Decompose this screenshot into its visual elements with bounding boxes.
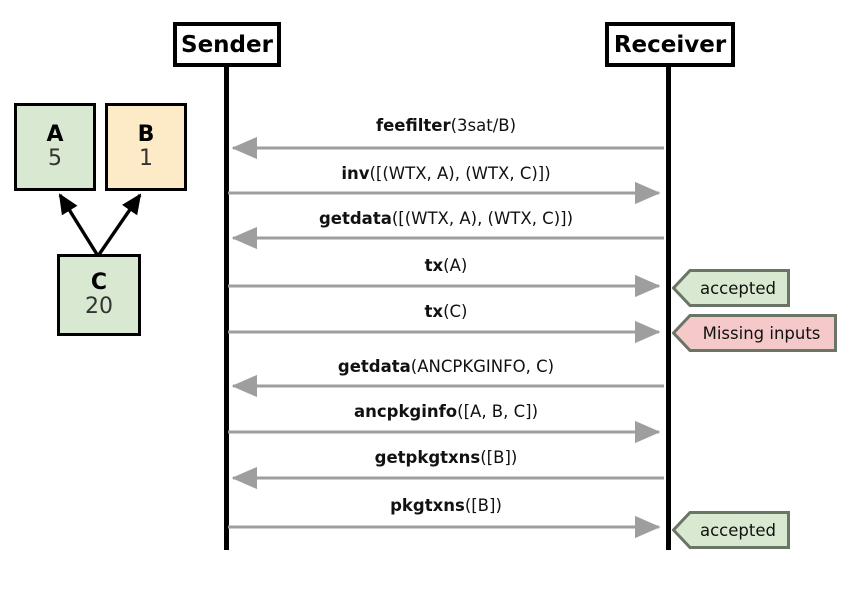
- dag-edge-c-to-a: [58, 193, 100, 257]
- message-arrow-9: [228, 515, 661, 539]
- message-5-command: tx: [424, 302, 444, 321]
- status-badge-accepted-tx-a-label: accepted: [700, 278, 776, 298]
- tx-box-a: A 5: [14, 103, 96, 191]
- status-badge-accepted-pkgtxns-label: accepted: [700, 520, 776, 540]
- dag-edge-c-to-b: [96, 193, 142, 257]
- message-arrow-3: [231, 226, 664, 250]
- message-2-args: ([(WTX, A), (WTX, C)]): [369, 164, 551, 183]
- participant-receiver: Receiver: [605, 22, 735, 67]
- message-9-args: ([B]): [464, 496, 502, 515]
- message-arrow-6: [231, 374, 664, 398]
- message-1-args: (3sat/B): [450, 116, 517, 135]
- message-8-command: getpkgtxns: [374, 448, 481, 467]
- badge-shape-icon: [672, 511, 790, 549]
- message-arrow-4: [228, 274, 661, 298]
- message-label-7: ancpkginfo([A, B, C]): [227, 402, 665, 421]
- message-2-command: inv: [341, 164, 370, 183]
- message-1-command: feefilter: [375, 116, 451, 135]
- message-arrow-1: [231, 136, 664, 160]
- message-label-9: pkgtxns([B]): [227, 496, 665, 515]
- message-arrow-7: [228, 420, 661, 444]
- badge-shape-icon: [672, 314, 837, 352]
- tx-box-c-value: 20: [85, 293, 113, 319]
- message-8-args: ([B]): [480, 448, 518, 467]
- message-7-command: ancpkginfo: [353, 402, 458, 421]
- status-badge-accepted-tx-a: accepted: [672, 269, 790, 307]
- message-arrow-5: [228, 320, 661, 344]
- message-9-command: pkgtxns: [390, 496, 465, 515]
- message-3-args: ([(WTX, A), (WTX, C)]): [391, 209, 574, 228]
- message-6-args: (ANCPKGINFO, C): [410, 357, 555, 376]
- message-arrow-2: [228, 181, 661, 205]
- message-4-args: (A): [443, 256, 468, 275]
- message-arrow-8: [231, 466, 664, 490]
- tx-box-b-name: B: [137, 121, 155, 147]
- participant-sender-label: Sender: [181, 31, 273, 58]
- message-6-command: getdata: [337, 357, 411, 376]
- message-label-8: getpkgtxns([B]): [227, 448, 665, 467]
- tx-box-b: B 1: [105, 103, 187, 191]
- message-4-command: tx: [424, 256, 444, 275]
- message-label-2: inv([(WTX, A), (WTX, C)]): [227, 164, 665, 183]
- participant-receiver-label: Receiver: [613, 31, 727, 58]
- status-badge-missing-inputs-tx-c: Missing inputs: [672, 314, 837, 352]
- message-label-5: tx(C): [227, 302, 665, 321]
- tx-box-a-value: 5: [48, 145, 62, 171]
- message-label-1: feefilter(3sat/B): [227, 116, 665, 135]
- tx-box-c: C 20: [57, 254, 141, 336]
- message-label-4: tx(A): [227, 256, 665, 275]
- message-5-args: (C): [443, 302, 468, 321]
- lifeline-sender: [224, 64, 229, 550]
- message-label-3: getdata([(WTX, A), (WTX, C)]): [227, 209, 665, 228]
- tx-box-b-value: 1: [139, 145, 153, 171]
- lifeline-receiver: [666, 64, 671, 550]
- status-badge-accepted-pkgtxns: accepted: [672, 511, 790, 549]
- badge-shape-icon: [672, 269, 790, 307]
- message-7-args: ([A, B, C]): [457, 402, 539, 421]
- message-label-6: getdata(ANCPKGINFO, C): [227, 357, 665, 376]
- tx-box-c-name: C: [90, 269, 108, 295]
- status-badge-missing-inputs-label: Missing inputs: [702, 323, 821, 343]
- message-3-command: getdata: [318, 209, 392, 228]
- participant-sender: Sender: [173, 22, 281, 67]
- tx-box-a-name: A: [46, 121, 64, 147]
